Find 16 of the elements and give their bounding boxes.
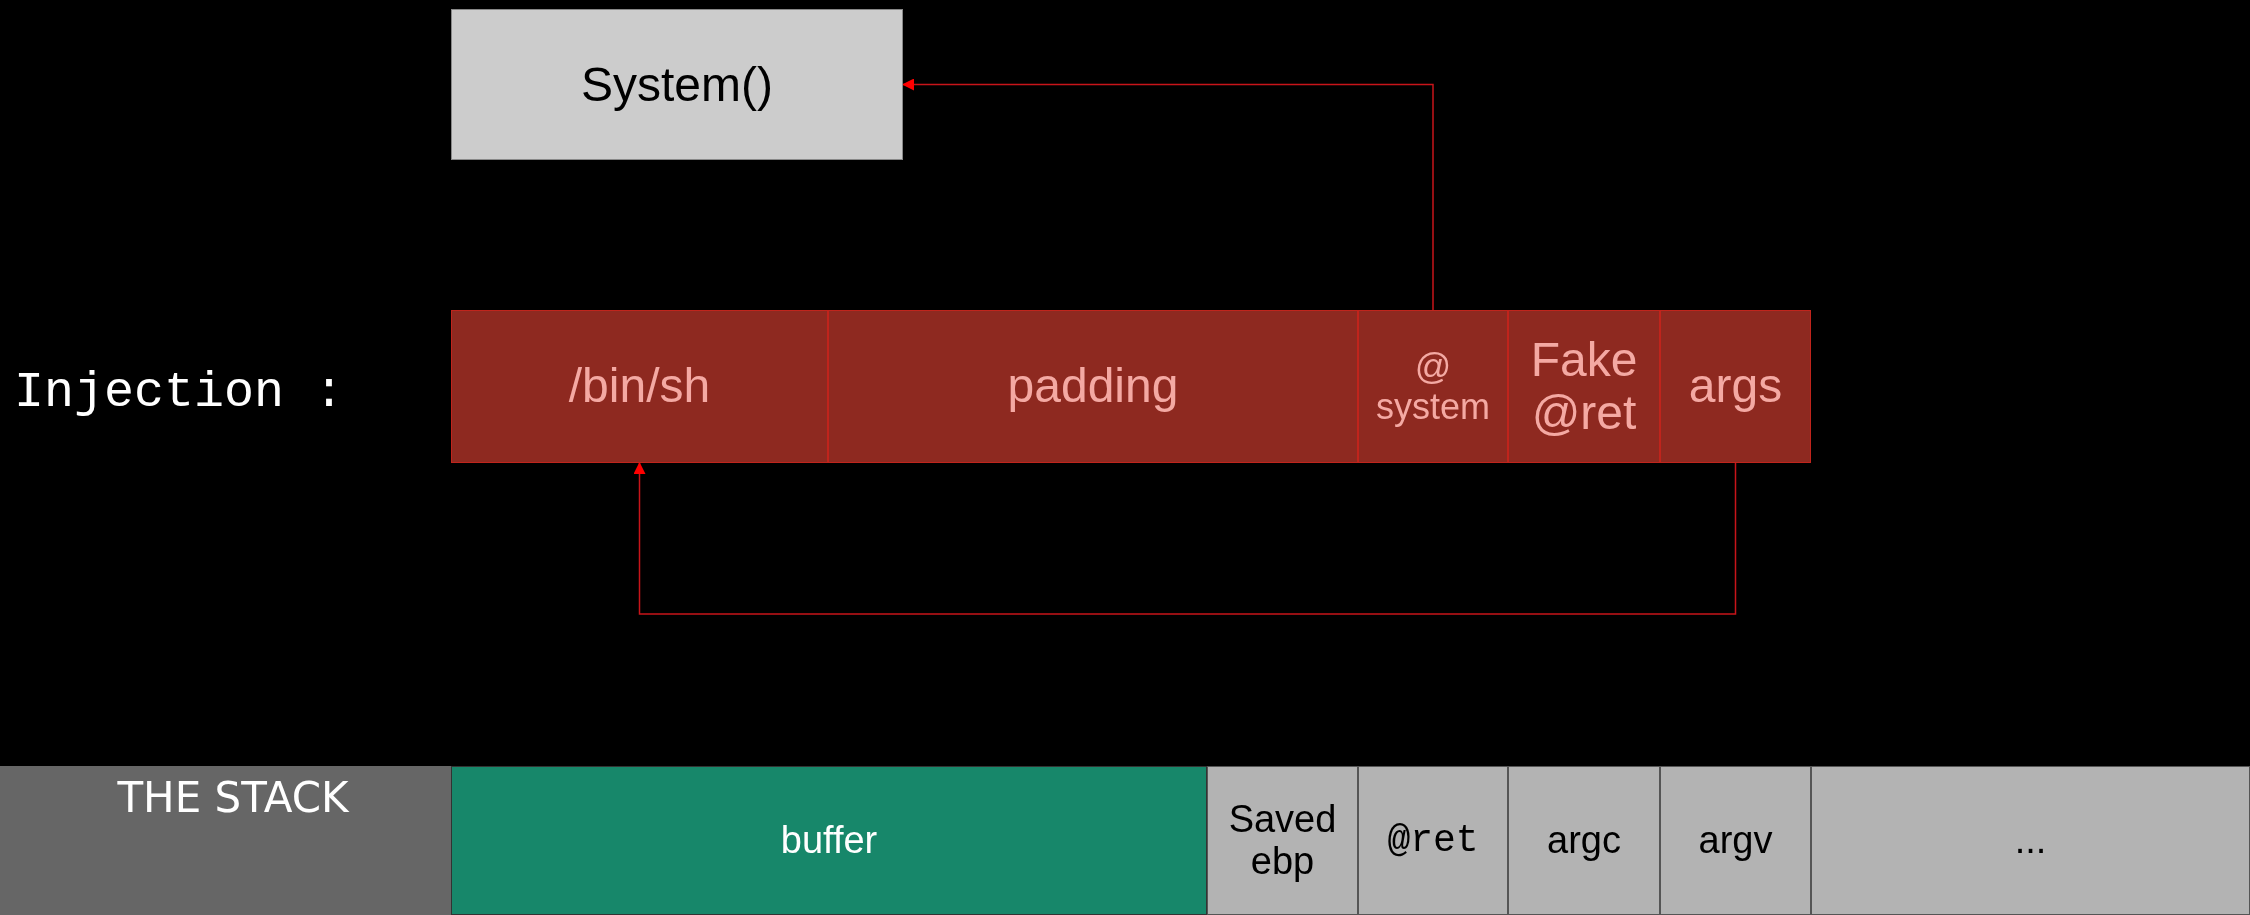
stack-cell: argv [1660,766,1811,915]
arrow [902,78,1434,311]
stack-cell: @ret [1358,766,1508,915]
stack-cell: Saved ebp [1207,766,1358,915]
payload-cell: padding [828,310,1358,463]
payload-cell: Fake @ret [1508,310,1660,463]
stack-cell: buffer [451,766,1207,915]
row-label: Injection : [14,363,345,423]
stack-cell: argc [1508,766,1660,915]
function-box: System() [451,9,903,160]
payload-cell: /bin/sh [451,310,828,463]
stack-cell: ... [1811,766,2250,915]
payload-cell: @ system [1358,310,1508,463]
payload-cell: args [1660,310,1811,463]
arrow [633,462,1737,615]
stack-label-cell: THE STACK [0,766,451,915]
